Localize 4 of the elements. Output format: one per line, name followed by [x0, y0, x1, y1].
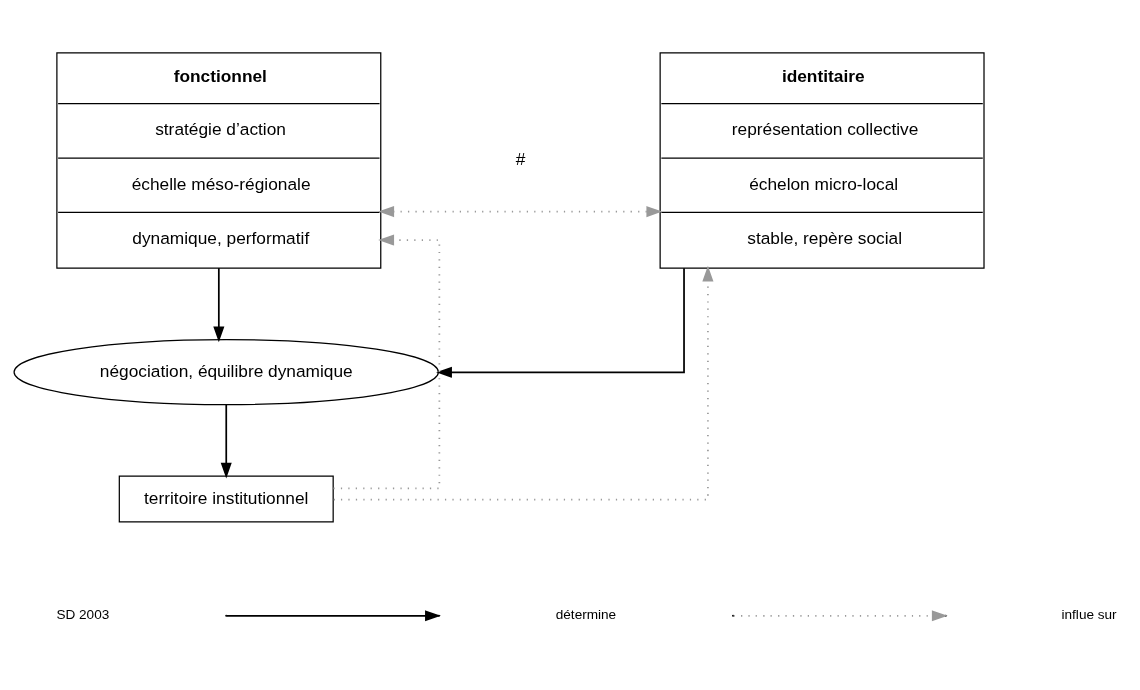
label: SD 2003	[56, 606, 110, 622]
legend-label: influe sur	[1061, 606, 1117, 622]
label: #	[515, 148, 526, 169]
legend-label: détermine	[555, 606, 617, 622]
